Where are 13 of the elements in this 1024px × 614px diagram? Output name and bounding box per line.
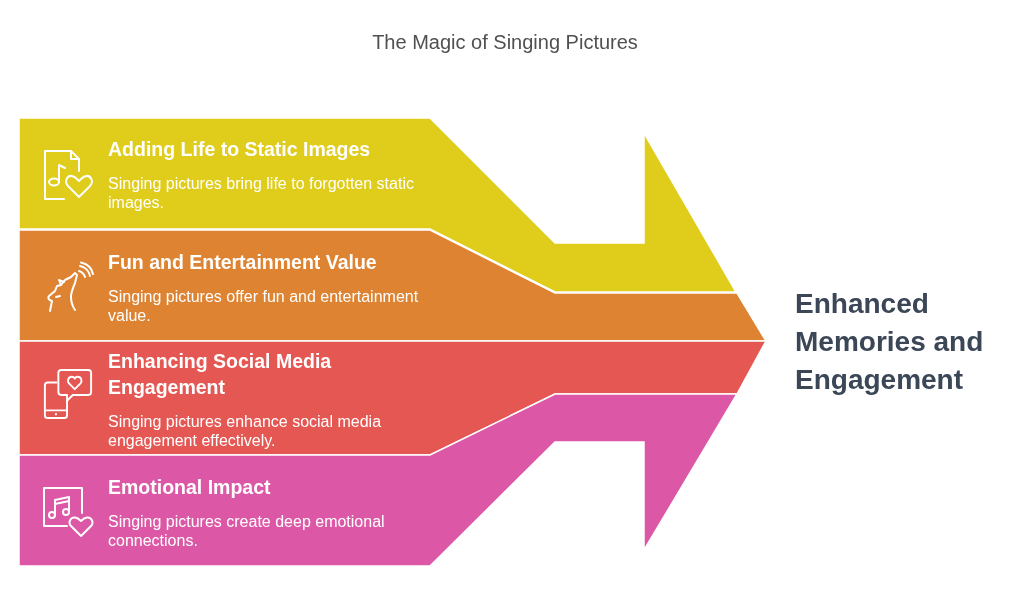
band-heading: Emotional Impact xyxy=(108,475,272,500)
band-description: Singing pictures create deep emotional connections. xyxy=(108,512,386,550)
arrow-band xyxy=(19,118,736,292)
band-description: Singing pictures offer fun and entertainment value. xyxy=(108,287,420,325)
band-heading: Adding Life to Static Images xyxy=(108,137,372,162)
band-description: Singing pictures enhance social media engagement effectively. xyxy=(108,412,383,450)
arrow-band xyxy=(19,341,766,455)
band-description: Singing pictures bring life to forgotten static images. xyxy=(108,174,415,212)
band-heading: Enhancing Social Media Engagement xyxy=(108,349,333,400)
arrow-band xyxy=(19,230,766,341)
diagram-title: The Magic of Singing Pictures xyxy=(371,30,639,54)
outcome-text: Enhanced Memories and Engagement xyxy=(795,287,985,397)
band-heading: Fun and Entertainment Value xyxy=(108,250,378,275)
